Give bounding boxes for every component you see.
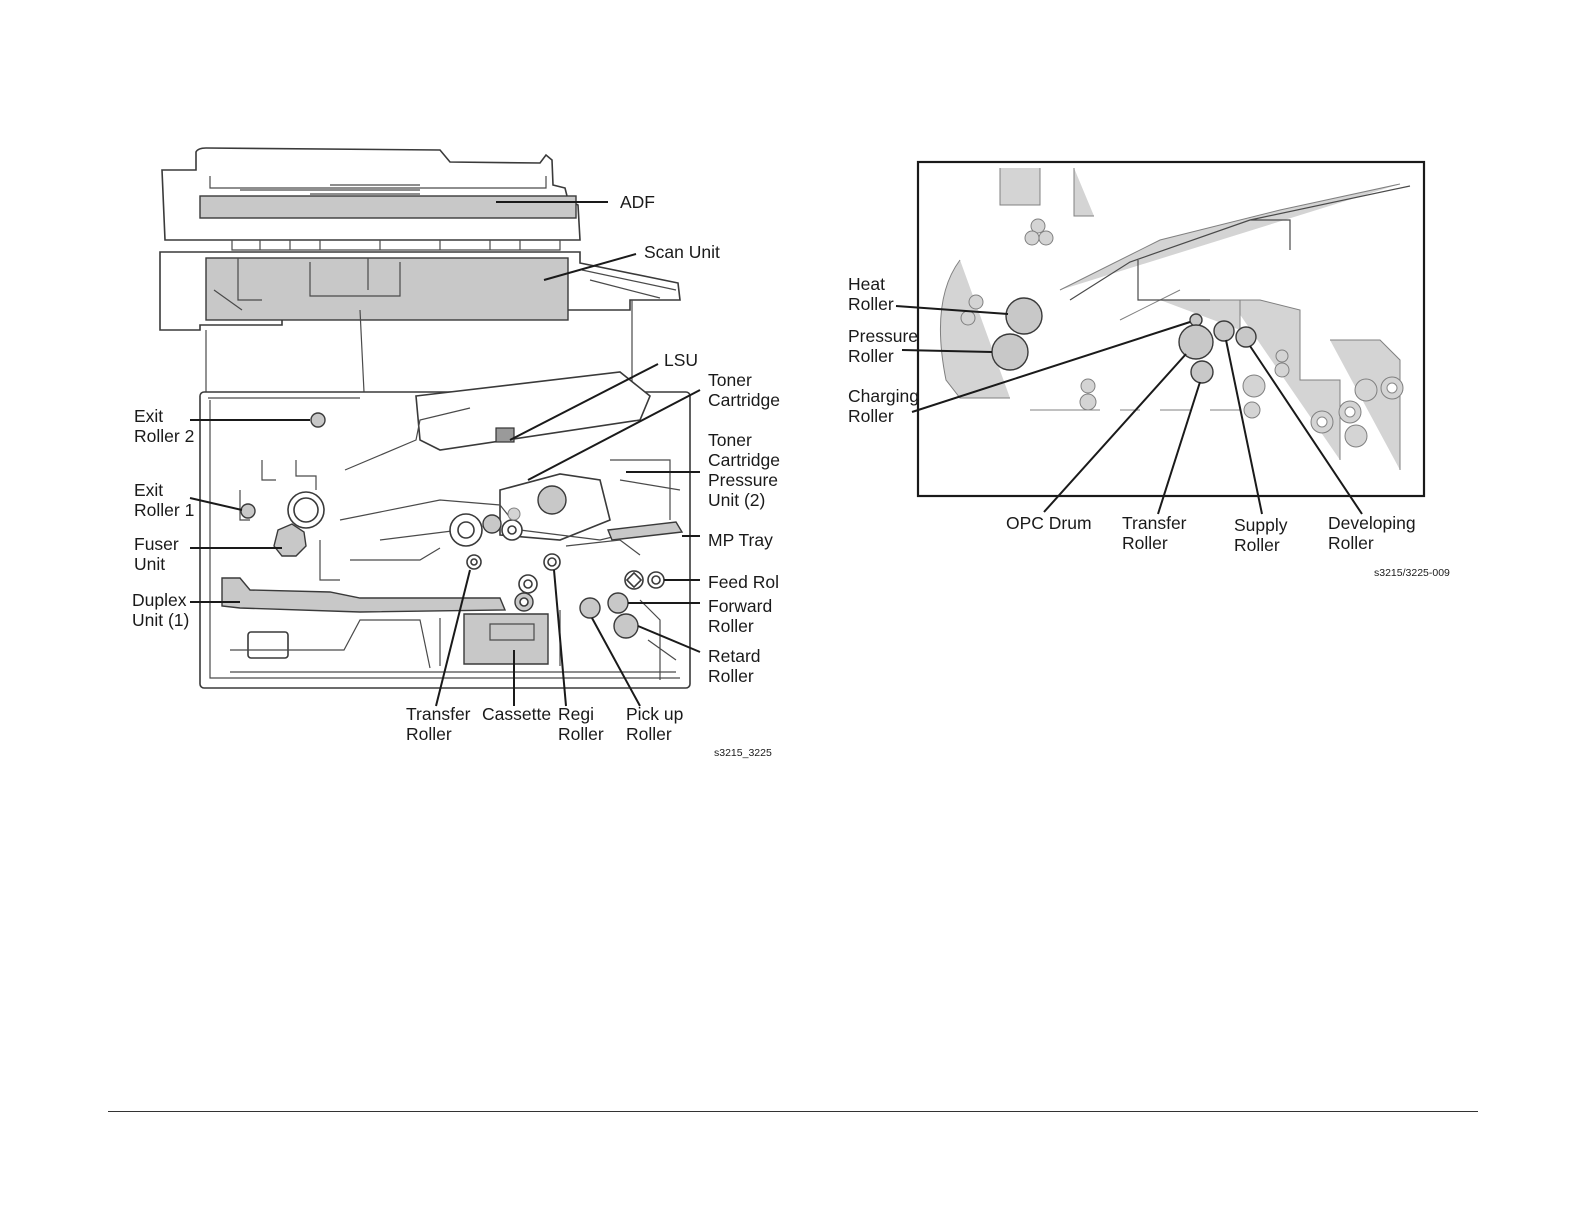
label-feed-roller: Feed Rol	[708, 572, 779, 592]
retard-roller	[613, 613, 639, 639]
label-fuser-1: Fuser	[134, 534, 179, 554]
mp-tray	[607, 521, 684, 541]
leader-retard-roller	[637, 625, 701, 653]
leader-heat-roller	[895, 305, 1009, 315]
pressure-roller	[991, 333, 1029, 371]
duplex-cover	[247, 631, 289, 659]
lsu-mirror	[495, 427, 515, 443]
label-exit-roller1-1: Exit	[134, 480, 163, 500]
label-developing-1: Developing	[1328, 513, 1416, 533]
opc-drum	[1178, 324, 1214, 360]
label-heat-2: Roller	[848, 294, 894, 314]
label-toner-cartridge-2: Cartridge	[708, 390, 780, 410]
leader-charging-roller	[911, 321, 1191, 413]
charging-roller	[1189, 313, 1203, 327]
label-exit-roller1-2: Roller 1	[134, 500, 194, 520]
scan-unit-lid	[581, 269, 677, 299]
supply-roller	[1213, 320, 1235, 342]
scan-unit-carriage	[205, 257, 569, 321]
toner-cartridge-roller	[537, 485, 567, 515]
label-pickup-1: Pick up	[626, 704, 683, 724]
label-opc-drum: OPC Drum	[1006, 513, 1092, 533]
lsu-housing	[415, 371, 651, 451]
label-tc-pressure-1: Toner	[708, 430, 752, 450]
pt-roller-b	[482, 514, 502, 534]
heat-roller	[1005, 297, 1043, 335]
label-toner-cartridge-1: Toner	[708, 370, 752, 390]
label-retard-1: Retard	[708, 646, 761, 666]
label-supply-1: Supply	[1234, 515, 1288, 535]
label-regi-1: Regi	[558, 704, 594, 724]
exit-roller-1	[240, 503, 256, 519]
footer-rule	[108, 1111, 1478, 1112]
label-scan-unit: Scan Unit	[644, 242, 720, 262]
leader-pressure-roller	[901, 349, 993, 353]
label-developing-2: Roller	[1328, 533, 1374, 553]
leader-lsu	[509, 363, 659, 441]
label-exit-roller2-1: Exit	[134, 406, 163, 426]
label-mp-tray: MP Tray	[708, 530, 773, 550]
leader-developing-roller	[1249, 345, 1363, 515]
label-adf: ADF	[620, 192, 655, 212]
label-retard-2: Roller	[708, 666, 754, 686]
label-transfer-1: Transfer	[406, 704, 471, 724]
cassette	[463, 613, 549, 665]
tc-pressure-unit	[610, 459, 681, 520]
leader-supply-roller	[1225, 339, 1263, 515]
label-transfer-r-2: Roller	[1122, 533, 1168, 553]
forward-roller	[607, 592, 629, 614]
label-tc-pressure-2: Cartridge	[708, 450, 780, 470]
label-fuser-2: Unit	[134, 554, 165, 574]
scan-unit-detail	[213, 258, 401, 311]
developing-roller	[1235, 326, 1257, 348]
adf-ribs	[231, 240, 561, 251]
label-heat-1: Heat	[848, 274, 885, 294]
leader-regi-roller	[553, 569, 567, 707]
left-figure-id: s3215_3225	[714, 747, 772, 759]
label-duplex-1: Duplex	[132, 590, 187, 610]
exit-roller-2	[310, 412, 326, 428]
fuser-frame	[239, 460, 340, 581]
label-transfer-2: Roller	[406, 724, 452, 744]
leader-exit-roller-1	[189, 497, 243, 511]
leader-transfer-roller	[435, 569, 471, 707]
leader-opc-drum	[1043, 353, 1187, 513]
label-regi-2: Roller	[558, 724, 604, 744]
leader-transfer-r	[1157, 381, 1201, 515]
label-forward-2: Roller	[708, 616, 754, 636]
printer-inner-frame	[208, 397, 680, 679]
adf-glass	[199, 195, 577, 219]
label-tc-pressure-4: Unit (2)	[708, 490, 765, 510]
label-forward-1: Forward	[708, 596, 772, 616]
leader-scan-unit	[543, 253, 637, 281]
label-transfer-r-1: Transfer	[1122, 513, 1187, 533]
label-lsu: LSU	[664, 350, 698, 370]
lsu-cover	[344, 407, 471, 471]
label-pressure-1: Pressure	[848, 326, 918, 346]
right-figure-id: s3215/3225-009	[1374, 567, 1450, 579]
label-cassette: Cassette	[482, 704, 551, 724]
duplex-unit	[221, 577, 507, 613]
leader-pickup-roller	[591, 617, 641, 707]
label-duplex-2: Unit (1)	[132, 610, 189, 630]
pickup-roller	[579, 597, 601, 619]
left-diagram: ADF Scan Unit LSU Toner Cartridge Toner …	[132, 147, 780, 759]
transfer-roller-r	[1190, 360, 1214, 384]
label-pickup-2: Roller	[626, 724, 672, 744]
label-tc-pressure-3: Pressure	[708, 470, 778, 490]
adf-detail	[209, 176, 547, 195]
label-supply-2: Roller	[1234, 535, 1280, 555]
label-charging-2: Roller	[848, 406, 894, 426]
leader-toner-cartridge	[527, 389, 701, 481]
label-pressure-2: Roller	[848, 346, 894, 366]
label-charging-1: Charging	[848, 386, 919, 406]
label-exit-roller2-2: Roller 2	[134, 426, 194, 446]
right-diagram: Heat Roller Pressure Roller Charging Rol…	[848, 160, 1450, 579]
